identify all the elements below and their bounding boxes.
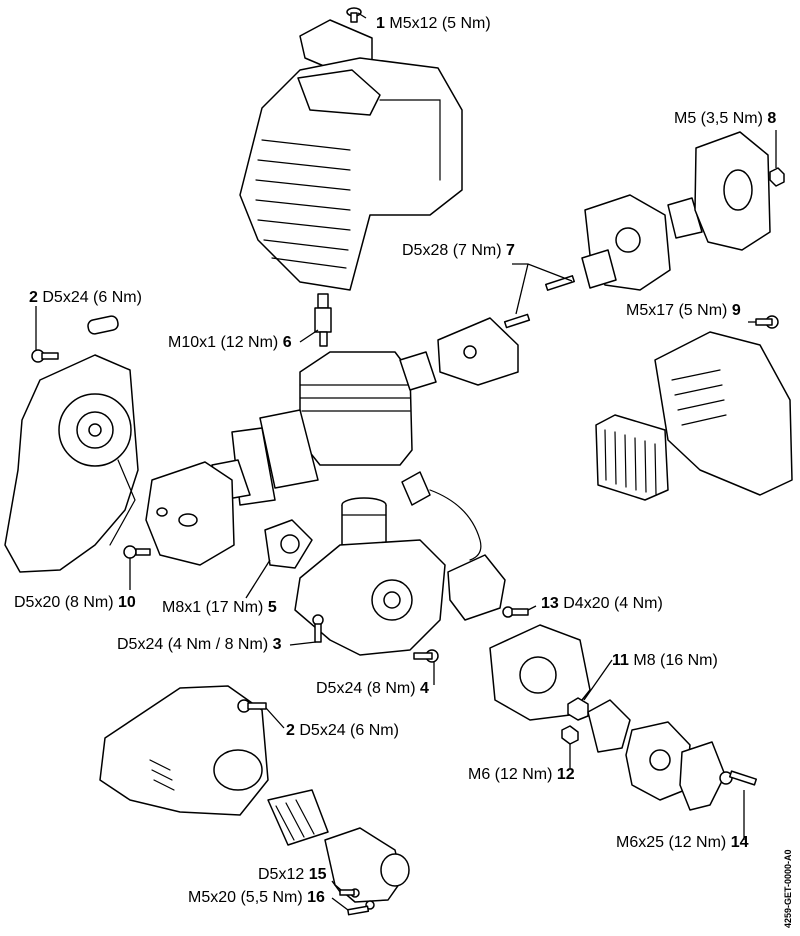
callout-number: 2: [286, 722, 295, 739]
callout-spec: M8 (16 Nm): [633, 652, 718, 669]
callout-9: M5x17 (5 Nm) 9: [626, 302, 741, 320]
callout-2-lower: 2 D5x24 (6 Nm): [286, 722, 399, 740]
carburetor-spacer: [667, 197, 703, 239]
callout-6: M10x1 (12 Nm) 6: [168, 334, 292, 352]
callout-11: 11 M8 (16 Nm): [612, 652, 718, 670]
muffler: [145, 461, 235, 566]
drive-tube-coupling: [324, 827, 410, 903]
screw-4: [413, 649, 439, 663]
callout-16: M5x20 (5,5 Nm) 16: [188, 889, 325, 907]
screw-14: [719, 770, 758, 786]
callout-number: 1: [376, 15, 385, 32]
clutch-washer: [587, 699, 631, 753]
clutch-drum: [267, 789, 329, 846]
callout-spec: M5x12 (5 Nm): [389, 15, 491, 32]
callout-spec: D5x28 (7 Nm): [402, 242, 502, 259]
callout-spec: D5x24 (4 Nm / 8 Nm): [117, 636, 269, 653]
callout-spec: D5x12: [258, 866, 305, 883]
screw-16: [347, 900, 375, 916]
callout-spec: M6x25 (12 Nm): [616, 834, 727, 851]
callout-15: D5x12 15: [258, 866, 327, 884]
screw-13: [502, 606, 529, 618]
callout-3: D5x24 (4 Nm / 8 Nm) 3: [117, 636, 282, 654]
callout-number: 3: [272, 636, 282, 653]
callout-spec: M5 (3,5 Nm): [674, 110, 763, 127]
callout-4: D5x24 (8 Nm) 4: [316, 680, 429, 698]
clutch-cover: [679, 741, 726, 811]
callout-number: 10: [118, 594, 136, 611]
flywheel: [489, 624, 591, 721]
callout-number: 14: [730, 834, 749, 851]
callout-1: 1 M5x12 (5 Nm): [376, 15, 491, 33]
nut-11: [567, 697, 589, 721]
callout-number: 2: [29, 289, 38, 306]
drawing-code: 4259-GET-0000-A0: [783, 849, 793, 928]
callout-12: M6 (12 Nm) 12: [468, 766, 575, 784]
air-filter-element: [595, 414, 669, 501]
intake-gasket: [399, 351, 437, 391]
recoil-starter: [4, 315, 139, 573]
callout-number: 6: [282, 334, 292, 351]
callout-number: 7: [506, 242, 515, 259]
callout-5: M8x1 (17 Nm) 5: [162, 599, 277, 617]
callout-spec: D4x20 (4 Nm): [563, 595, 663, 612]
callout-number: 5: [267, 599, 277, 616]
nut-8: [769, 167, 785, 187]
callout-number: 12: [556, 766, 575, 783]
callout-14: M6x25 (12 Nm) 14: [616, 834, 749, 852]
nut-12: [561, 725, 579, 745]
callout-10: D5x20 (8 Nm) 10: [14, 594, 136, 612]
screw-2-upper: [31, 349, 59, 363]
air-filter-base: [694, 131, 771, 251]
engine-shroud: [239, 19, 463, 291]
exhaust-gasket: [259, 409, 319, 489]
callout-number: 8: [767, 110, 777, 127]
callout-2-upper: 2 D5x24 (6 Nm): [29, 289, 142, 307]
callout-spec: D5x24 (6 Nm): [42, 289, 142, 306]
callout-spec: M10x1 (12 Nm): [168, 334, 279, 351]
callout-number: 15: [308, 866, 327, 883]
air-filter-cover: [654, 331, 793, 496]
screws-7: [503, 275, 575, 329]
fan-housing: [99, 685, 269, 816]
callout-13: 13 D4x20 (4 Nm): [541, 595, 663, 613]
callout-spec: D5x20 (8 Nm): [14, 594, 114, 611]
carburetor-gasket: [581, 249, 617, 289]
callout-number: 4: [420, 680, 429, 697]
callout-spec: D5x24 (8 Nm): [316, 680, 416, 697]
callout-8: M5 (3,5 Nm) 8: [674, 110, 776, 128]
cylinder: [299, 351, 413, 466]
clutch: [625, 721, 691, 801]
callout-number: 16: [307, 889, 325, 906]
intake-flange: [437, 317, 519, 386]
callout-number: 11: [612, 652, 629, 669]
screw-9: [755, 315, 779, 329]
screw-3: [312, 614, 324, 643]
callout-spec: D5x24 (6 Nm): [299, 722, 399, 739]
screw-10: [123, 545, 151, 559]
callout-spec: M5x17 (5 Nm): [626, 302, 728, 319]
callout-spec: M5x20 (5,5 Nm): [188, 889, 303, 906]
leader-lines: [35, 12, 777, 911]
callout-number: 9: [731, 302, 741, 319]
crankcase: [294, 539, 446, 656]
callout-7: D5x28 (7 Nm) 7: [402, 242, 515, 260]
bearing-plate-5: [264, 519, 313, 569]
screw-15: [339, 888, 360, 898]
screw-2-lower: [237, 699, 267, 713]
callout-spec: M8x1 (17 Nm): [162, 599, 264, 616]
screw-1: [346, 7, 362, 23]
ignition-module: [401, 471, 506, 621]
spark-plug-6: [314, 293, 332, 347]
piston: [341, 497, 387, 546]
callout-spec: M6 (12 Nm): [468, 766, 553, 783]
callout-number: 13: [541, 595, 559, 612]
